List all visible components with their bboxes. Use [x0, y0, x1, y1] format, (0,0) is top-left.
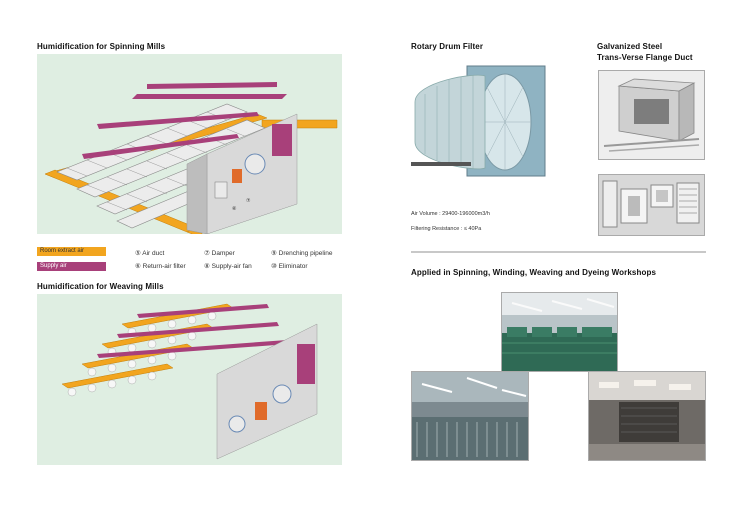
flange-duct-photo	[598, 70, 705, 160]
spinning-diagram: ⑥ ⑦	[37, 54, 342, 237]
legend-return-air-filter: ⑥ Return-air filter	[135, 263, 186, 270]
legend-supply-air: Supply air	[37, 262, 106, 271]
spinning-diagram-svg	[44, 82, 338, 237]
section-divider	[411, 251, 706, 253]
legend-drenching-pipeline: ⑨ Drenching pipeline	[271, 250, 333, 257]
diffuser-grille-photo	[598, 174, 705, 236]
legend-damper: ⑦ Damper	[204, 250, 235, 257]
weaving-diagram	[37, 294, 342, 465]
legend-air-duct: ⑤ Air duct	[135, 250, 165, 257]
air-volume-spec: Air Volume : 29400-196000m3/h	[411, 211, 490, 217]
spinning-title: Humidification for Spinning Mills	[37, 42, 166, 51]
legend-eliminator: ⑩ Eliminator	[271, 263, 308, 270]
galvanized-title-line2: Trans-Verse Flange Duct	[597, 53, 693, 62]
legend-supply-air-fan: ⑧ Supply-air fan	[204, 263, 252, 270]
spinning-callout-6: ⑥	[232, 206, 237, 212]
galvanized-title-line1: Galvanized Steel	[597, 42, 663, 51]
galvanized-title: Galvanized Steel Trans-Verse Flange Duct	[597, 42, 693, 62]
applied-title: Applied in Spinning, Winding, Weaving an…	[411, 268, 656, 277]
workshop-photo-top	[501, 292, 618, 372]
workshop-photo-left	[411, 371, 529, 461]
filtering-resistance-spec: Filtering Resistance : ≤ 40Pa	[411, 226, 482, 232]
weaving-diagram-svg	[61, 303, 318, 460]
legend-room-extract-air: Room extract air	[37, 247, 106, 256]
workshop-photo-right	[588, 371, 706, 461]
weaving-title: Humidification for Weaving Mills	[37, 282, 164, 291]
rotary-drum-filter-title: Rotary Drum Filter	[411, 42, 484, 51]
spinning-callout-7: ⑦	[246, 198, 251, 204]
rotary-drum-filter-image	[405, 62, 550, 187]
